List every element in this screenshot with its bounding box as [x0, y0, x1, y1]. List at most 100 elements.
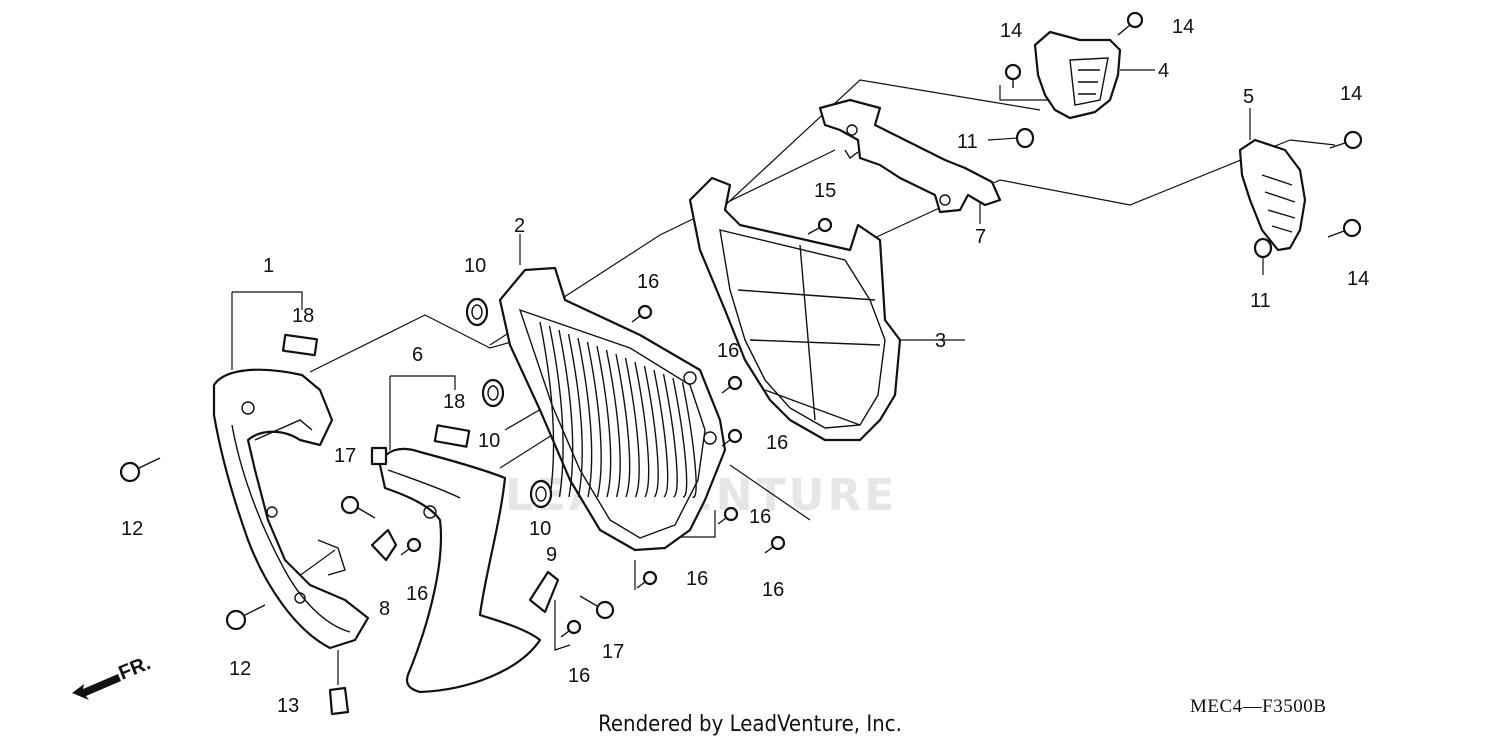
diagram-code: MEC4—F3500B: [1190, 696, 1327, 717]
label-part-17a: 17: [334, 445, 356, 467]
label-part-18b: 18: [443, 391, 465, 413]
label-part-14a: 14: [1000, 20, 1022, 42]
grille-rib: [624, 357, 640, 498]
label-part-16h: 16: [568, 665, 590, 687]
pad-18b: [433, 424, 471, 448]
screw-16: [723, 506, 739, 522]
bolt-17b: [579, 595, 615, 620]
label-part-8: 8: [379, 598, 390, 620]
grille-rib: [681, 381, 697, 498]
screw-16-shank: [400, 548, 410, 556]
direction-label: FR.: [116, 652, 154, 684]
clip-13: [328, 686, 350, 716]
label-part-16d: 16: [749, 506, 771, 528]
label-part-16a: 16: [637, 271, 659, 293]
screw-16-shank: [721, 386, 731, 394]
part-number-labels: 1 2 3 4 5 6 7 8 9 10 10 10 11 11 12 12 1…: [121, 16, 1369, 717]
label-part-11a: 11: [957, 131, 978, 153]
label-part-5: 5: [1243, 86, 1254, 108]
pad-18a: [281, 333, 319, 357]
collar-11a: [1015, 127, 1035, 149]
label-part-16e: 16: [762, 579, 784, 601]
grille-rib: [615, 353, 631, 498]
label-part-12b: 12: [229, 658, 251, 680]
label-part-4: 4: [1158, 60, 1169, 82]
grille-rib: [586, 341, 602, 498]
screw-16-shank: [560, 630, 570, 638]
screw-16: [770, 535, 786, 551]
part-7-bracket: [818, 98, 1002, 214]
label-part-9: 9: [546, 544, 557, 566]
grille-rib: [662, 373, 678, 498]
grille-rib: [548, 325, 564, 498]
arrow-left-icon: [72, 674, 121, 700]
clip-8: [370, 528, 398, 562]
collar-11b: [1253, 237, 1273, 259]
bolt-14c: [1329, 130, 1363, 150]
grille-rib: [539, 321, 555, 498]
small-parts: [119, 11, 1363, 716]
screw-16: [727, 428, 743, 444]
label-part-15: 15: [814, 180, 836, 202]
part-1-left-cover: [212, 368, 370, 650]
bolt-14d: [1327, 218, 1362, 238]
grille-rib: [672, 377, 688, 498]
label-part-10a: 10: [464, 255, 486, 277]
grille-rib: [634, 361, 650, 498]
screw-16-shank: [721, 439, 731, 447]
label-part-2: 2: [514, 215, 525, 237]
grommet-10b: [481, 378, 505, 408]
grille-rib: [596, 345, 612, 498]
bolt-12a: [119, 457, 161, 483]
label-part-14b: 14: [1172, 16, 1194, 38]
screw-16: [406, 537, 422, 553]
grille-rib: [558, 329, 574, 498]
screw-16: [637, 304, 653, 320]
label-part-16c: 16: [766, 432, 788, 454]
grille-rib: [577, 337, 593, 498]
part-3-mesh-frame: [688, 176, 902, 442]
screw-16-shank: [717, 517, 727, 525]
grille-rib: [567, 333, 583, 498]
grommet-10a: [465, 297, 489, 327]
label-part-12a: 12: [121, 518, 143, 540]
label-part-7: 7: [975, 226, 986, 248]
front-direction-indicator: FR.: [72, 652, 154, 700]
clip-9: [528, 570, 560, 614]
screw-16-shank: [764, 546, 774, 554]
screw-16-shank: [636, 581, 646, 589]
part-2-grille: [498, 266, 727, 552]
screw-16-shank: [631, 315, 641, 323]
label-part-13: 13: [277, 695, 299, 717]
part-4-upper-bracket: [1033, 30, 1122, 120]
label-part-14d: 14: [1347, 268, 1369, 290]
label-part-3: 3: [935, 330, 946, 352]
label-part-16f: 16: [686, 568, 708, 590]
label-part-17b: 17: [602, 641, 624, 663]
grille-rib: [605, 349, 621, 498]
label-part-16b: 16: [717, 340, 739, 362]
bolt-14b: [1117, 11, 1144, 36]
part-5-vent-panel: [1238, 138, 1307, 252]
label-part-11b: 11: [1250, 290, 1271, 312]
screw-15: [807, 217, 833, 235]
label-part-1: 1: [263, 255, 274, 277]
grille-rib: [653, 369, 669, 498]
label-part-10b: 10: [478, 430, 500, 452]
grommet-10c: [529, 479, 553, 509]
label-part-14c: 14: [1340, 83, 1362, 105]
label-part-6: 6: [412, 344, 423, 366]
screw-16: [727, 375, 743, 391]
bolt-12b: [225, 604, 266, 631]
bolt-17a: [340, 495, 376, 519]
screw-16: [566, 619, 582, 635]
grille-rib: [643, 365, 659, 498]
label-part-18a: 18: [292, 305, 314, 327]
part-6-inner-cover: [370, 446, 542, 694]
label-part-16g: 16: [406, 583, 428, 605]
bolt-14a: [1004, 63, 1022, 88]
rendered-by-credit: Rendered by LeadVenture, Inc.: [598, 712, 902, 737]
screw-16: [642, 570, 658, 586]
label-part-10c: 10: [529, 518, 551, 540]
